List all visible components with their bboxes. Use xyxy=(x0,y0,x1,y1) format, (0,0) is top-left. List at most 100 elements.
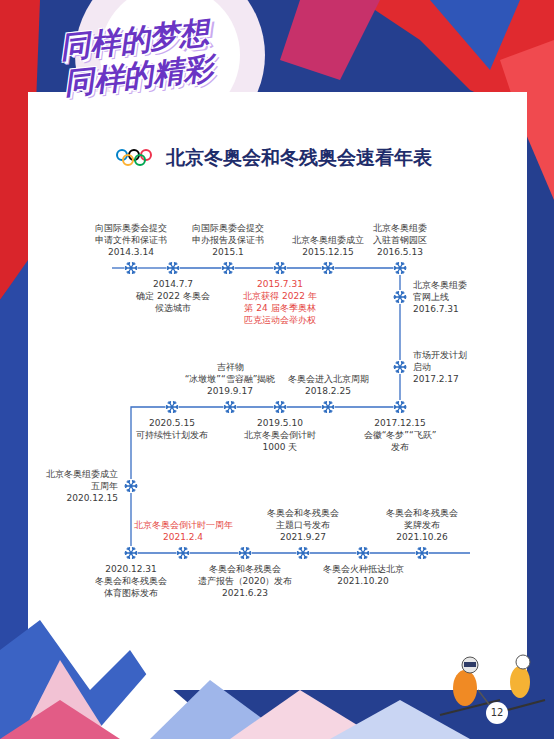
event-label: 冬奥会和冬残奥会 奖牌发布 xyxy=(380,507,464,531)
event-text: 向国际奥委会提交 申办报告及保证书2015.1 xyxy=(186,222,270,258)
snowflake-icon xyxy=(124,479,138,493)
mountains xyxy=(0,620,470,739)
timeline-marker: 2020.12.31冬奥会和冬残奥会 体育图标发布 xyxy=(124,546,138,560)
event-label: 冬奥会和冬残奥会 主题口号发布 xyxy=(261,507,345,531)
snowflake-core xyxy=(399,366,402,369)
header-slogan: 同样的梦想 同样的精彩 xyxy=(58,12,240,102)
event-label: 确定 2022 冬奥会 候选城市 xyxy=(131,290,215,314)
event-text: 北京冬奥组委 官网上线2016.7.31 xyxy=(413,279,497,315)
snowflake-ground xyxy=(238,546,252,560)
event-label: 冬奥会和冬残奥会 遗产报告（2020）发布 xyxy=(193,563,297,587)
event-label: 会徽“冬梦”“飞跃” 发布 xyxy=(358,429,442,453)
snowflake xyxy=(166,402,178,413)
timeline-tail xyxy=(429,552,470,553)
timeline-segment xyxy=(252,552,296,553)
snowflake xyxy=(274,402,286,413)
event-label: 向国际奥委会提交 申办报告及保证书 xyxy=(186,222,270,246)
chart-title: 北京冬奥会和冬残奥会速看年表 xyxy=(166,145,432,171)
snowflake-core xyxy=(279,406,282,409)
snowflake-core xyxy=(421,552,424,555)
event-date: 2015.7.31 xyxy=(239,278,321,290)
timeline-lead xyxy=(112,267,124,268)
snowflake xyxy=(297,548,309,559)
snowflake-icon xyxy=(393,290,407,304)
snowflake xyxy=(125,548,137,559)
snowflake-icon xyxy=(393,400,407,414)
snowflake-icon xyxy=(321,400,335,414)
snowflake-icon xyxy=(166,261,180,275)
snowflake-ground xyxy=(165,400,179,414)
snowflake-ground xyxy=(273,400,287,414)
timeline-segment xyxy=(287,406,321,407)
snowflake-icon xyxy=(165,400,179,414)
timeline-marker: 北京冬奥组委 入驻首钢园区2016.5.13 xyxy=(393,261,407,275)
snowflake-ground xyxy=(415,546,429,560)
timeline-marker: 2019.5.10北京冬奥会倒计时 1000 天 xyxy=(273,400,287,414)
snowflake-ground xyxy=(124,261,138,275)
event-date: 2020.12.31 xyxy=(89,563,173,575)
snowflake-icon xyxy=(415,546,429,560)
event-date: 2020.5.15 xyxy=(130,417,214,429)
event-date: 2017.2.17 xyxy=(413,373,473,385)
snowflake xyxy=(394,292,406,303)
timeline-marker: 冬奥会和冬残奥会 主题口号发布2021.9.27 xyxy=(296,546,310,560)
page-number: 12 xyxy=(486,706,508,720)
snowflake xyxy=(394,402,406,413)
timeline-segment xyxy=(131,407,165,479)
snowflake xyxy=(222,263,234,274)
timeline-marker: 北京冬奥组委成立 五周年2020.12.15 xyxy=(124,479,138,493)
event-date: 2021.10.20 xyxy=(318,575,408,587)
snowflake xyxy=(416,548,428,559)
event-text: 市场开发计划 启动2017.2.17 xyxy=(413,349,473,385)
snowflake-core xyxy=(244,552,247,555)
event-date: 2020.12.15 xyxy=(34,492,118,504)
snowflake-core xyxy=(227,267,230,270)
timeline-segment xyxy=(180,267,221,268)
event-date: 2016.5.13 xyxy=(360,246,440,258)
event-text: 冬奥会火种抵达北京2021.10.20 xyxy=(318,563,408,587)
snowflake-core xyxy=(302,552,305,555)
snowflake-ground xyxy=(393,290,407,304)
snowflake xyxy=(394,362,406,373)
timeline-segment xyxy=(237,406,273,407)
event-date: 2019.5.10 xyxy=(238,417,322,429)
timeline-segment xyxy=(287,267,321,268)
snowflake-icon xyxy=(176,546,190,560)
timeline-marker: 冬奥会和冬残奥会 遗产报告（2020）发布2021.6.23 xyxy=(238,546,252,560)
timeline-marker: 北京冬奥组委 官网上线2016.7.31 xyxy=(393,290,407,304)
event-label: 北京获得 2022 年 第 24 届冬季奥林 匹克运动会举办权 xyxy=(239,290,321,326)
event-date: 2017.12.15 xyxy=(358,417,442,429)
snowflake-ground xyxy=(273,261,287,275)
event-text: 向国际奥委会提交 申请文件和保证书2014.3.14 xyxy=(89,222,173,258)
event-text: 冬奥会和冬残奥会 遗产报告（2020）发布2021.6.23 xyxy=(193,563,297,599)
snowflake-core xyxy=(130,267,133,270)
timeline-segment xyxy=(235,267,273,268)
event-label: 可持续性计划发布 xyxy=(130,429,214,441)
timeline-segment xyxy=(399,275,400,290)
timeline-marker: 北京冬奥组委成立2015.12.15 xyxy=(321,261,335,275)
snowflake-icon xyxy=(221,261,235,275)
event-label: 北京冬奥组委成立 五周年 xyxy=(34,468,118,492)
snowflake-ground xyxy=(223,400,237,414)
event-date: 2021.9.27 xyxy=(261,531,345,543)
timeline-marker: 2014.7.7确定 2022 冬奥会 候选城市 xyxy=(166,261,180,275)
timeline-marker: 2015.7.31北京获得 2022 年 第 24 届冬季奥林 匹克运动会举办权 xyxy=(273,261,287,275)
snowflake-icon xyxy=(321,261,335,275)
timeline-marker: 向国际奥委会提交 申请文件和保证书2014.3.14 xyxy=(124,261,138,275)
timeline-marker: 北京冬奥会倒计时一周年2021.2.4 xyxy=(176,546,190,560)
timeline-segment xyxy=(138,267,166,268)
snowflake xyxy=(125,263,137,274)
timeline-marker: 向国际奥委会提交 申办报告及保证书2015.1 xyxy=(221,261,235,275)
event-text: 冬奥会和冬残奥会 主题口号发布2021.9.27 xyxy=(261,507,345,543)
timeline-segment xyxy=(190,552,238,553)
timeline-segment xyxy=(335,267,393,268)
skier-body xyxy=(453,670,477,706)
snowflake xyxy=(322,402,334,413)
snowflake xyxy=(394,263,406,274)
snowflake-ground xyxy=(393,360,407,374)
event-text: 北京冬奥组委成立2015.12.15 xyxy=(286,234,370,258)
timeline-marker: 吉祥物 “冰墩墩”“雪容融”揭晓2019.9.17 xyxy=(223,400,237,414)
snowflake xyxy=(224,402,236,413)
snowflake-ground xyxy=(393,261,407,275)
